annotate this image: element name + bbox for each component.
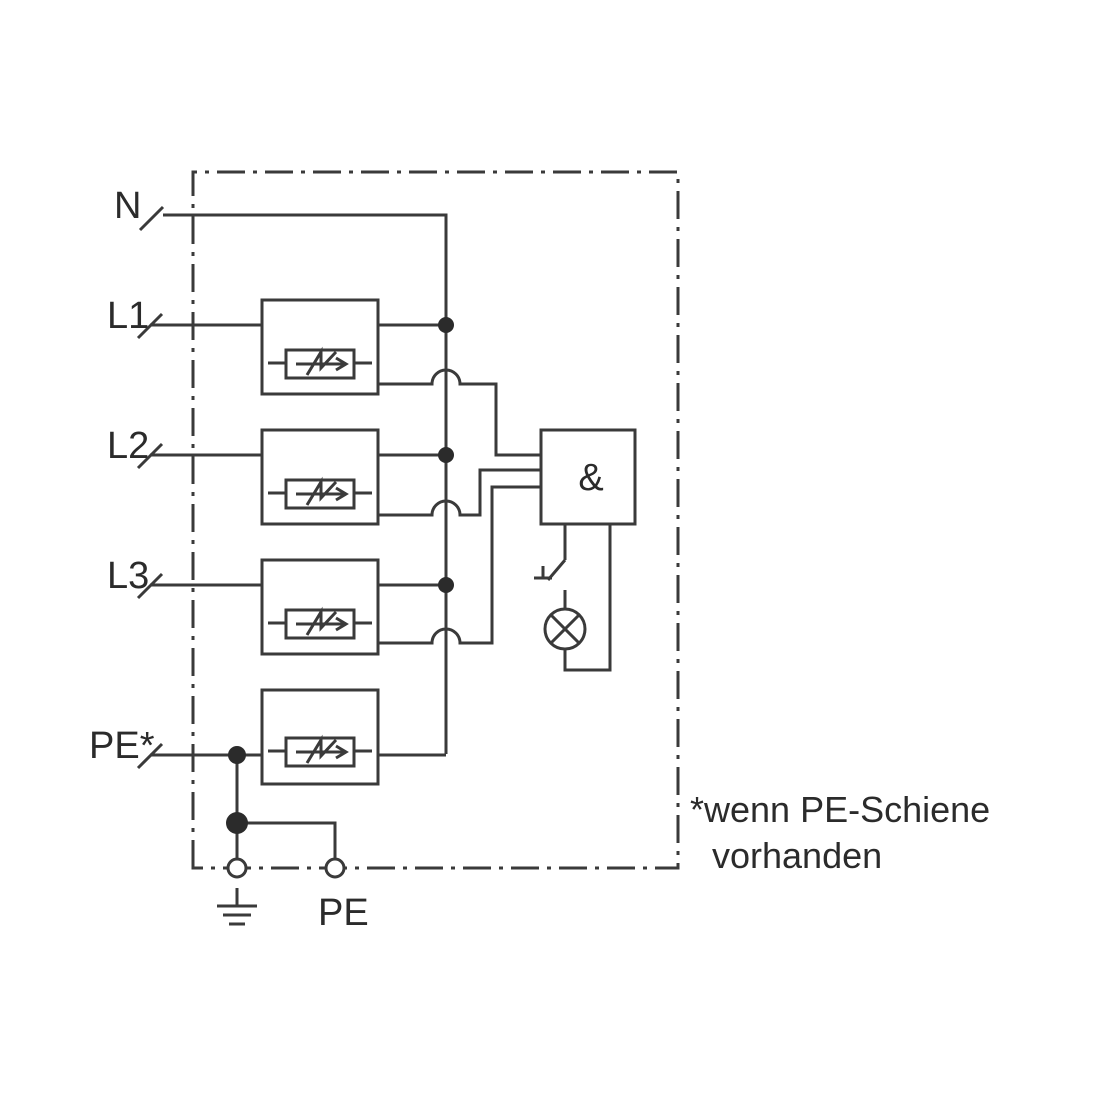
- earth-terminal: [226, 857, 248, 879]
- pe-terminal: [324, 857, 346, 879]
- footnote-line-2: vorhanden: [712, 835, 882, 876]
- label-l1: L1: [107, 295, 149, 337]
- junction-dot: [228, 746, 246, 764]
- label-l2: L2: [107, 425, 149, 467]
- l1-line: [136, 312, 541, 457]
- junction-dot: [438, 317, 454, 333]
- label-n: N: [114, 185, 141, 227]
- lightning-icon: [305, 346, 338, 376]
- lightning-icon: [305, 734, 338, 764]
- footnote-line-1: *wenn PE-Schiene: [690, 789, 990, 830]
- spd-module-pe: [260, 688, 380, 786]
- spd-module-l1: [260, 298, 380, 396]
- label-l3: L3: [107, 555, 149, 597]
- junction-dot: [438, 447, 454, 463]
- indicator-circuit: [534, 524, 612, 672]
- junction-dot: [226, 812, 248, 834]
- l2-line: [136, 442, 541, 517]
- lightning-icon: [305, 476, 338, 506]
- spd-module-l3: [260, 558, 380, 656]
- pe-star-line: [136, 742, 446, 862]
- l3-line: [136, 485, 541, 645]
- label-pe-terminal: PE: [318, 892, 369, 934]
- earth-ground-icon: [217, 888, 257, 926]
- n-line: [138, 205, 448, 754]
- spd-module-l2: [260, 428, 380, 526]
- junction-dot: [438, 577, 454, 593]
- enclosure-outline: [191, 170, 680, 870]
- label-pe-star: PE*: [89, 725, 155, 767]
- and-gate-symbol: &: [578, 457, 603, 499]
- lightning-icon: [305, 606, 338, 636]
- and-gate: &: [539, 428, 637, 526]
